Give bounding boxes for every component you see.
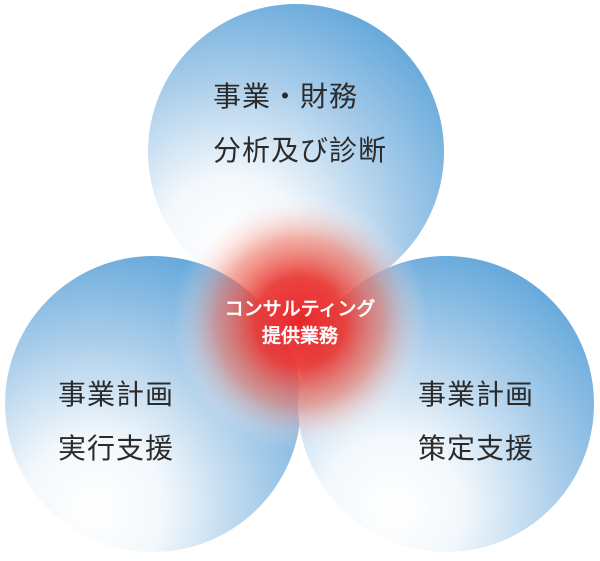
circle-right-line-2: 策定支援 xyxy=(418,432,535,465)
center-glow xyxy=(172,194,428,450)
circle-right-line-1: 事業計画 xyxy=(418,378,535,411)
circle-top-line-2: 分析及び診断 xyxy=(213,134,388,167)
circle-left-line-1: 事業計画 xyxy=(58,378,175,411)
circle-top-label: 事業・財務 分析及び診断 xyxy=(213,70,387,178)
center-line-1: コンサルティング xyxy=(224,298,376,320)
circle-left-line-2: 実行支援 xyxy=(58,432,175,465)
circle-top-line-1: 事業・財務 xyxy=(213,80,359,113)
center-line-2: 提供業務 xyxy=(261,325,338,347)
circle-right-label: 事業計画 策定支援 xyxy=(418,368,534,476)
circle-left-label: 事業計画 実行支援 xyxy=(58,368,174,476)
center-label: コンサルティング 提供業務 xyxy=(185,296,415,350)
